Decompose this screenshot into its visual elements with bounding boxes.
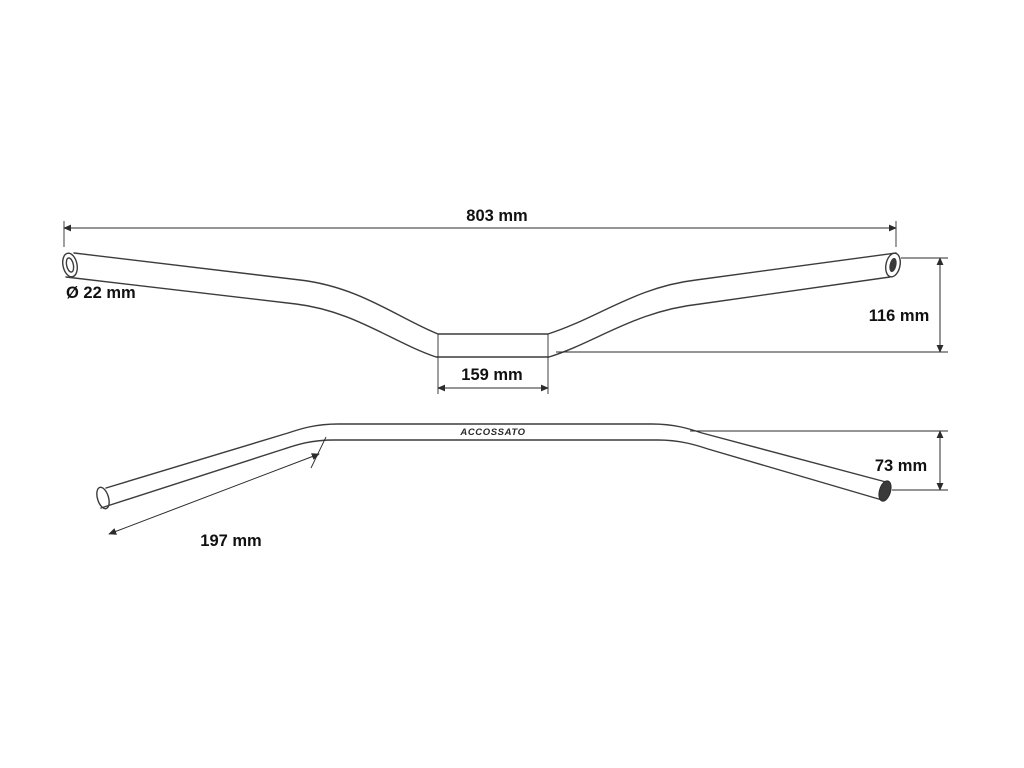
dim-grip-line: [108, 453, 320, 535]
right-bar-end-cap: [885, 252, 901, 278]
left-bar-end-cap: [62, 252, 78, 278]
brand-logo-label: ACCOSSATO: [459, 427, 525, 438]
dim-pullback-label: 73 mm: [875, 457, 927, 475]
dim-pullback: 73 mm: [690, 430, 948, 491]
dim-grip-length: 197 mm: [108, 436, 327, 550]
left-bar-end-bore: [65, 257, 75, 273]
dim-rise: 116 mm: [556, 257, 948, 353]
front-view-lower-edge: [65, 276, 891, 358]
plan-right-bar-end-cap: [878, 480, 892, 502]
dim-rise-label: 116 mm: [869, 307, 930, 325]
front-view-upper-edge: [73, 252, 897, 335]
plan-left-bar-end-cap: [96, 486, 110, 510]
dim-overall-width: 803 mm: [63, 207, 897, 247]
handlebar-plan-view: ACCOSSATO 73 mm 197 mm: [96, 423, 948, 550]
plan-view-lower-edge: [100, 439, 883, 509]
right-bar-end-bore: [889, 257, 897, 273]
dim-overall-width-label: 803 mm: [466, 207, 527, 225]
plan-view-upper-edge: [105, 423, 887, 489]
dim-clamp-width: 159 mm: [437, 334, 549, 394]
dim-grip-length-label: 197 mm: [200, 532, 261, 550]
handlebar-front-view: 803 mm Ø 22 mm 116 mm 159 mm: [62, 207, 948, 394]
dim-tube-diameter-label: Ø 22 mm: [66, 284, 136, 302]
dim-clamp-width-label: 159 mm: [461, 366, 522, 384]
